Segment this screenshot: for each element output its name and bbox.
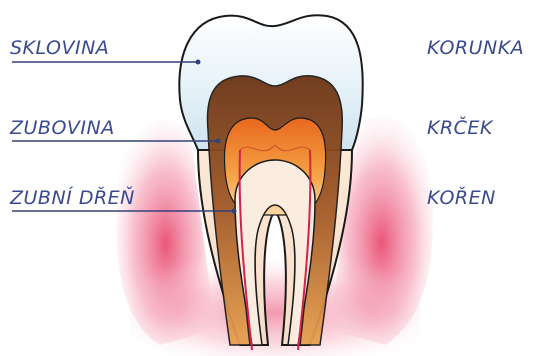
gum-base (130, 260, 420, 356)
label-crown: KORUNKA (427, 37, 524, 59)
label-pulp: ZUBNÍ DŘEŇ (10, 187, 135, 209)
label-neck: KRČEK (427, 117, 493, 139)
leader-dot-dentin (216, 139, 221, 144)
leader-dot-enamel (196, 60, 201, 65)
label-enamel: SKLOVINA (10, 37, 109, 59)
label-root: KOŘEN (427, 187, 496, 209)
label-dentin: ZUBOVINA (10, 117, 115, 139)
leader-dot-pulp (232, 209, 237, 214)
